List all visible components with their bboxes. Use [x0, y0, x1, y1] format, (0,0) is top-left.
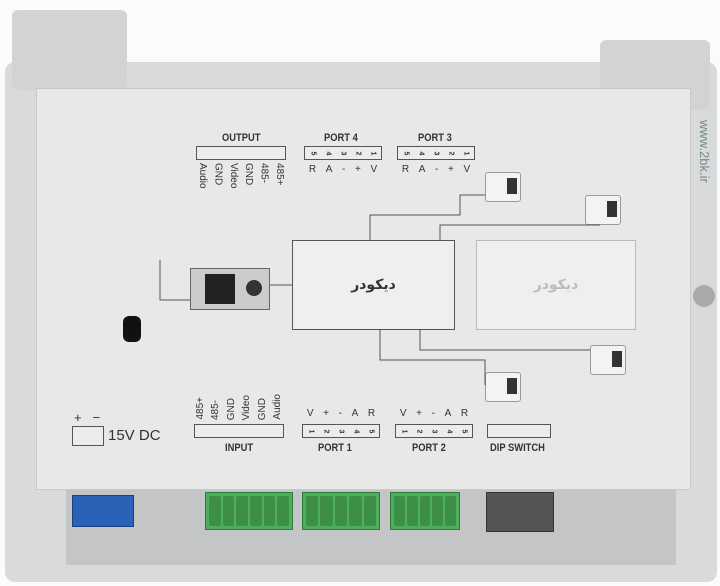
signal: 485- — [258, 163, 270, 184]
port3-title: PORT 3 — [418, 132, 452, 144]
signal: A — [418, 164, 426, 175]
panel-keypad — [205, 274, 235, 304]
signal: V — [370, 164, 378, 175]
signal: Video — [227, 163, 239, 189]
signal: - — [431, 408, 435, 419]
output-connector — [196, 146, 286, 160]
decoder-title-faded: دیکودر — [533, 277, 579, 293]
signal: Audio — [197, 163, 208, 189]
signal: + — [323, 408, 329, 419]
signal: V — [306, 408, 314, 419]
port4-title: PORT 4 — [324, 132, 358, 144]
port1-connector: 1 2 3 4 5 — [302, 424, 380, 438]
signal: V — [399, 408, 407, 419]
signal: R — [367, 408, 376, 419]
output-title: OUTPUT — [222, 132, 261, 144]
pin: 4 — [445, 429, 453, 433]
pin: 4 — [352, 429, 360, 433]
signal: - — [338, 408, 342, 419]
power-terminal — [72, 495, 134, 527]
minus: − — [92, 410, 101, 425]
port1-title: PORT 1 — [318, 442, 352, 454]
signal: R — [401, 164, 410, 175]
signal: - — [435, 164, 439, 175]
signal: 485+ — [195, 397, 206, 420]
signal: V — [463, 164, 471, 175]
intercom-phone — [485, 172, 521, 202]
signal: + — [447, 164, 454, 175]
signal: - — [342, 164, 346, 175]
intercom-phone — [585, 195, 621, 225]
signal: 485- — [210, 399, 222, 420]
pin: 3 — [337, 429, 345, 433]
intercom-phone — [590, 345, 626, 375]
port1-terminal — [302, 492, 380, 530]
signal: A — [351, 408, 359, 419]
mount-tab-left — [12, 10, 127, 90]
dip-switch[interactable] — [486, 492, 554, 532]
output-signals: Audio GND Video GND 485- 485+ — [196, 163, 286, 189]
camera-icon — [246, 280, 262, 296]
port2-connector: 1 2 3 4 5 — [395, 424, 473, 438]
plus: + — [74, 410, 82, 425]
signal: R — [460, 408, 469, 419]
signal: 485+ — [273, 163, 285, 186]
pin: 2 — [322, 429, 330, 433]
signal: A — [444, 408, 452, 419]
input-title: INPUT — [225, 442, 254, 454]
decoder-title: دیکودر — [351, 277, 396, 293]
signal: R — [308, 164, 317, 175]
power-label: 15V DC — [108, 427, 161, 444]
input-terminal — [205, 492, 293, 530]
signal: GND — [243, 163, 255, 186]
power-polarity: + − — [74, 410, 100, 425]
watermark: www.2bk.ir — [697, 120, 712, 183]
pin: 3 — [430, 429, 438, 433]
signal: GND — [256, 397, 268, 420]
port2-title: PORT 2 — [412, 442, 446, 454]
remote-icon — [123, 316, 141, 342]
signal: + — [354, 164, 361, 175]
pin: 1 — [400, 429, 408, 433]
power-connector — [72, 426, 104, 446]
dip-switch-connector — [487, 424, 551, 438]
signal: GND — [225, 397, 237, 420]
input-connector — [194, 424, 284, 438]
signal: Video — [241, 394, 253, 420]
intercom-phone — [485, 372, 521, 402]
port2-terminal — [390, 492, 460, 530]
pin: 2 — [415, 429, 423, 433]
signal: A — [325, 164, 333, 175]
pin: 5 — [460, 429, 468, 433]
screw-hole — [693, 285, 715, 307]
signal: Audio — [271, 394, 283, 420]
decoder-diagram: دیکودر — [292, 240, 455, 330]
signal: GND — [212, 163, 224, 186]
signal: + — [416, 408, 422, 419]
input-signals: 485+ 485- GND Video GND Audio — [194, 372, 284, 420]
dip-switch-title: DIP SWITCH — [490, 442, 545, 454]
decoder-diagram-faded: دیکودر — [476, 240, 636, 330]
pin: 5 — [367, 429, 375, 433]
pin: 1 — [307, 429, 315, 433]
